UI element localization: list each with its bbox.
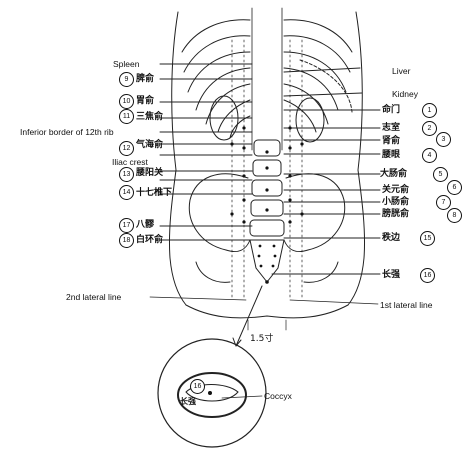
point-number: 14 (119, 185, 134, 200)
line1-label: 1st lateral line (380, 300, 432, 310)
measure-label: 1.5寸 (250, 334, 273, 344)
point-number: 6 (447, 180, 462, 195)
kidney-label: Kidney (392, 89, 418, 99)
point-number: 17 (119, 218, 134, 233)
acupoint-label: 小肠俞 (382, 197, 409, 207)
acupoint-label: 志室 (382, 123, 400, 133)
point-number: 11 (119, 109, 134, 124)
acupoint-label: 腰眼 (382, 150, 400, 160)
acupoint-label: 关元俞 (382, 185, 409, 195)
point-number: 15 (420, 231, 435, 246)
acupoint-label: 三焦俞 (136, 112, 163, 122)
acupoint-label: 膀胱俞 (382, 209, 409, 219)
acupoint-label: 白环俞 (136, 235, 163, 245)
point-number: 18 (119, 233, 134, 248)
point-number: 13 (119, 167, 134, 182)
acupoint-label: 胃俞 (136, 96, 154, 106)
line2-label: 2nd lateral line (66, 292, 121, 302)
coccyx-label: Coccyx (264, 391, 292, 401)
point-number: 7 (436, 195, 451, 210)
iliac-crest-label: Iliac crest (112, 157, 148, 167)
point-number: 9 (119, 72, 134, 87)
acupoint-label: 长强 (382, 270, 400, 280)
point-number: 4 (422, 148, 437, 163)
acupoint-label: 十七椎下 (136, 188, 172, 198)
acupoint-label: 八髎 (136, 220, 154, 230)
inset-point-label: 长强 (180, 397, 196, 407)
point-number: 16 (420, 268, 435, 283)
point-number: 12 (119, 141, 134, 156)
point-number: 2 (422, 121, 437, 136)
inset-point-number: 16 (190, 379, 205, 394)
point-number: 8 (447, 208, 462, 223)
acupoint-label: 腰阳关 (136, 168, 163, 178)
acupoint-label: 气海俞 (136, 140, 163, 150)
rib12-label: Inferior border of 12th rib (20, 127, 114, 137)
acupoint-dots (208, 126, 304, 395)
acupoint-label: 脾俞 (136, 74, 154, 84)
acupoint-label: 大肠俞 (380, 169, 407, 179)
acupoint-label: 秩边 (382, 233, 400, 243)
spleen-label: Spleen (113, 59, 139, 69)
point-number: 1 (422, 103, 437, 118)
point-number: 5 (433, 167, 448, 182)
liver-label: Liver (392, 66, 410, 76)
point-number: 10 (119, 94, 134, 109)
point-number: 3 (436, 132, 451, 147)
acupoint-label: 肾俞 (382, 136, 400, 146)
acupoint-label: 命门 (382, 105, 400, 115)
